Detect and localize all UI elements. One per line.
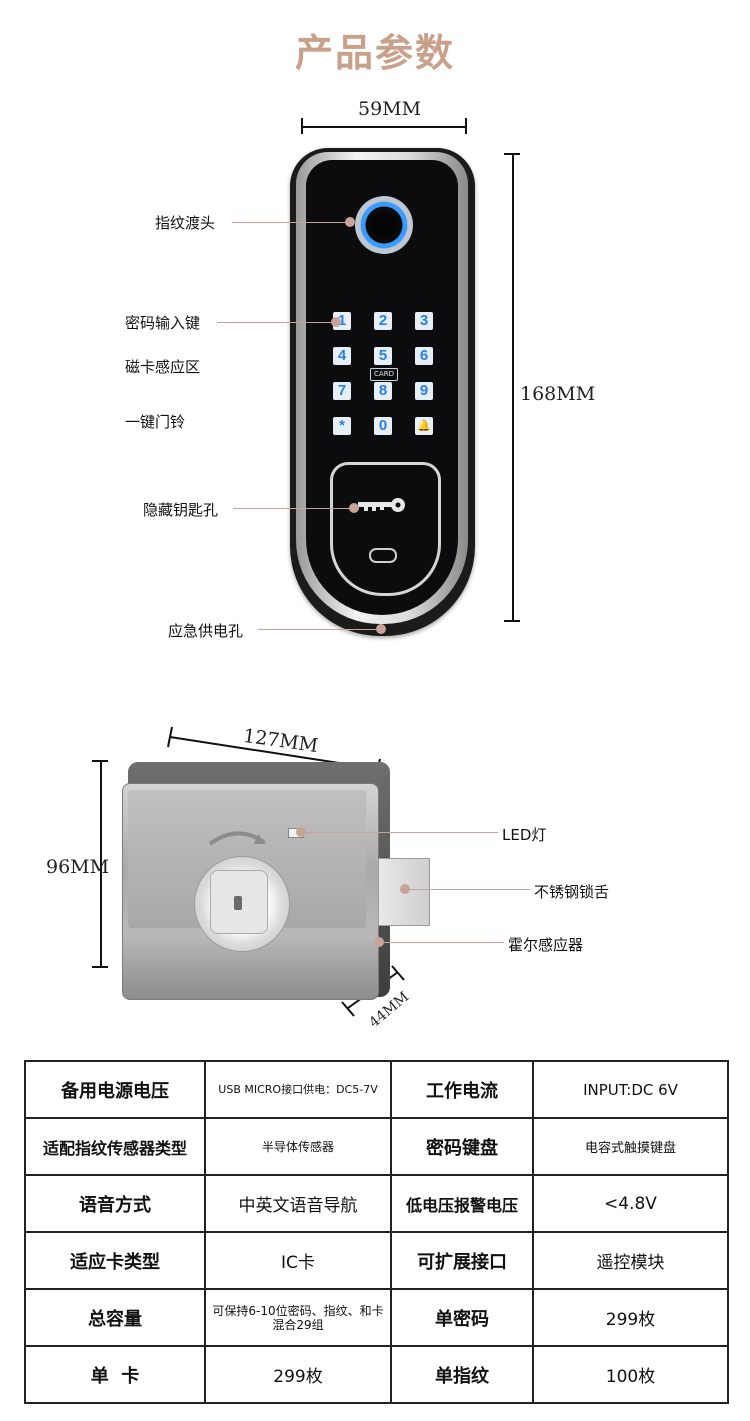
spec-label: 适应卡类型: [24, 1231, 206, 1290]
callout-keypad: 密码输入键: [125, 314, 201, 332]
keypad-key: 0: [374, 417, 392, 435]
card-label: CARD: [370, 368, 398, 381]
spec-value: 299枚: [532, 1288, 729, 1347]
table-row: 单 卡 299枚 单指纹 100枚: [24, 1345, 729, 1404]
table-row: 总容量 可保持6-10位密码、指纹、和卡混合29组 单密码 299枚: [24, 1288, 729, 1347]
doorbell-icon: 🔔: [415, 417, 433, 435]
table-row: 语音方式 中英文语音导航 低电压报警电压 <4.8V: [24, 1174, 729, 1233]
spec-label: 密码键盘: [390, 1117, 534, 1176]
spec-value: 中英文语音导航: [204, 1174, 392, 1233]
keypad-key: 9: [415, 382, 433, 400]
spec-value: 299枚: [204, 1345, 392, 1404]
rotate-arrow-icon: [208, 831, 266, 846]
table-row: 适配指纹传感器类型 半导体传感器 密码键盘 电容式触摸键盘: [24, 1117, 729, 1176]
keypad-key: 3: [415, 312, 433, 330]
page-title: 产品参数: [294, 31, 455, 75]
key-icon: [358, 498, 405, 512]
spec-label: 可扩展接口: [390, 1231, 534, 1290]
spec-value: 遥控模块: [532, 1231, 729, 1290]
callout-bolt: 不锈钢锁舌: [534, 883, 610, 901]
callout-keyhole: 隐藏钥匙孔: [143, 501, 219, 519]
spec-value: 可保持6-10位密码、指纹、和卡混合29组: [204, 1288, 392, 1347]
callout-fingerprint: 指纹渡头: [155, 214, 216, 232]
keypad-key: 4: [333, 347, 351, 365]
keypad-key: 5: [374, 347, 392, 365]
front-height-label: 168MM: [520, 383, 596, 405]
spec-value: 电容式触摸键盘: [532, 1117, 729, 1176]
spec-value: 100枚: [532, 1345, 729, 1404]
keypad-key: 8: [374, 382, 392, 400]
spec-label: 工作电流: [390, 1060, 534, 1119]
spec-label: 低电压报警电压: [390, 1174, 534, 1233]
spec-table: 备用电源电压 USB MICRO接口供电：DC5-7V 工作电流 INPUT:D…: [24, 1060, 729, 1404]
side-height-label: 96MM: [46, 856, 110, 878]
spec-value: INPUT:DC 6V: [532, 1060, 729, 1119]
callout-emergency-power: 应急供电孔: [168, 622, 244, 640]
keypad-key: 6: [415, 347, 433, 365]
table-row: 备用电源电压 USB MICRO接口供电：DC5-7V 工作电流 INPUT:D…: [24, 1060, 729, 1119]
spec-value: <4.8V: [532, 1174, 729, 1233]
front-width-label: 59MM: [358, 98, 422, 120]
keypad-key: *: [333, 417, 351, 435]
callout-led: LED灯: [502, 826, 547, 844]
emergency-slot: [369, 548, 397, 563]
keypad-key: 7: [333, 382, 351, 400]
callout-doorbell: 一键门铃: [125, 413, 186, 431]
spec-label: 语音方式: [24, 1174, 206, 1233]
spec-label: 单密码: [390, 1288, 534, 1347]
spec-value: 半导体传感器: [204, 1117, 392, 1176]
callout-hall-sensor: 霍尔感应器: [508, 936, 584, 954]
spec-label: 单指纹: [390, 1345, 534, 1404]
spec-label: 备用电源电压: [24, 1060, 206, 1119]
keypad-key: 2: [374, 312, 392, 330]
spec-label: 总容量: [24, 1288, 206, 1347]
callout-card-zone: 磁卡感应区: [125, 358, 201, 376]
spec-value: USB MICRO接口供电：DC5-7V: [204, 1060, 392, 1119]
spec-label: 单 卡: [24, 1345, 206, 1404]
spec-value: IC卡: [204, 1231, 392, 1290]
spec-label: 适配指纹传感器类型: [24, 1117, 206, 1176]
table-row: 适应卡类型 IC卡 可扩展接口 遥控模块: [24, 1231, 729, 1290]
